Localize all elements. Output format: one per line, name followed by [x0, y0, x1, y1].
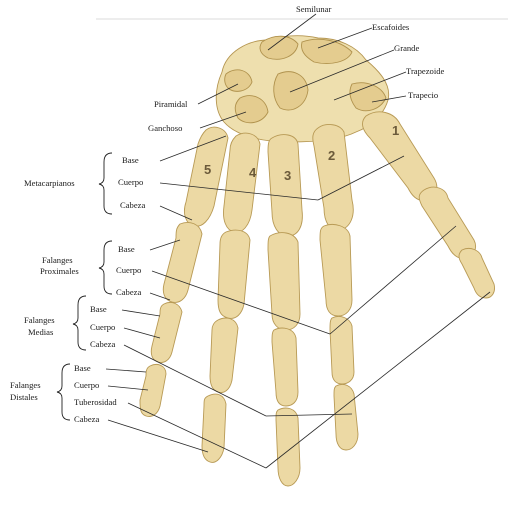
metacarpianos-cabeza: Cabeza [120, 200, 145, 210]
proximal-phalanx-4 [218, 230, 250, 318]
distales-base: Base [74, 363, 91, 373]
finger-number-1: 1 [392, 123, 399, 138]
distal-phalanx-4 [202, 394, 226, 462]
distales-brace [57, 364, 70, 420]
distal-phalanx-3 [276, 408, 300, 486]
medias-cuerpo: Cuerpo [90, 322, 115, 332]
metacarpianos-brace [99, 153, 112, 214]
middle-phalanx-2 [330, 316, 354, 384]
proximales-title-1: Falanges [42, 255, 73, 265]
leader-fm-cuerpo [124, 328, 160, 338]
middle-phalanx-4 [210, 318, 238, 392]
medias-brace [73, 296, 86, 350]
label-piramidal: Piramidal [154, 99, 188, 109]
leader-fd-cuerpo [108, 386, 148, 390]
proximal-phalanx-2 [320, 224, 352, 316]
finger-number-4: 4 [249, 165, 257, 180]
label-semilunar: Semilunar [296, 4, 331, 14]
leader-fd-cabeza [108, 420, 208, 452]
distal-phalanx-2 [334, 384, 358, 450]
metacarpal-1 [363, 112, 437, 201]
proximal-phalanx-3 [268, 233, 300, 330]
finger-number-2: 2 [328, 148, 335, 163]
medias-base: Base [90, 304, 107, 314]
proximales-brace [99, 241, 112, 294]
finger-number-3: 3 [284, 168, 291, 183]
metacarpianos-cuerpo: Cuerpo [118, 177, 143, 187]
metacarpal-3 [268, 135, 302, 236]
proximales-cabeza: Cabeza [116, 287, 141, 297]
proximales-cuerpo: Cuerpo [116, 265, 141, 275]
leader-fm-base [122, 310, 160, 316]
proximal-phalanx-1 [419, 187, 475, 258]
group-falanges-distales: Falanges Distales Base Cuerpo Tuberosida… [10, 292, 490, 468]
medias-cabeza: Cabeza [90, 339, 115, 349]
distales-tuberosidad: Tuberosidad [74, 397, 117, 407]
label-escafoides: Escafoides [372, 22, 410, 32]
distales-title-1: Falanges [10, 380, 41, 390]
metacarpal-4 [223, 133, 260, 232]
label-grande: Grande [394, 43, 419, 53]
medias-title-2: Medias [28, 327, 54, 337]
metacarpianos-base: Base [122, 155, 139, 165]
leader-fd-tuberosidad-a [128, 403, 266, 468]
leader-fd-base [106, 369, 146, 372]
middle-phalanx-3 [272, 328, 298, 406]
finger-number-5: 5 [204, 162, 211, 177]
label-ganchoso: Ganchoso [148, 123, 182, 133]
hand-skeleton-illustration: 1 2 3 4 5 [140, 36, 495, 486]
label-trapezoide: Trapezoide [406, 66, 445, 76]
distal-phalanx-1 [459, 248, 495, 298]
metacarpal-2 [313, 125, 353, 231]
proximales-title-2: Proximales [40, 266, 79, 276]
distales-cuerpo: Cuerpo [74, 380, 99, 390]
metacarpianos-title: Metacarpianos [24, 178, 75, 188]
distales-cabeza: Cabeza [74, 414, 99, 424]
middle-phalanx-5 [151, 302, 182, 362]
proximales-base: Base [118, 244, 135, 254]
label-trapecio: Trapecio [408, 90, 438, 100]
medias-title-1: Falanges [24, 315, 55, 325]
proximal-phalanx-5 [163, 222, 202, 302]
distales-title-2: Distales [10, 392, 38, 402]
